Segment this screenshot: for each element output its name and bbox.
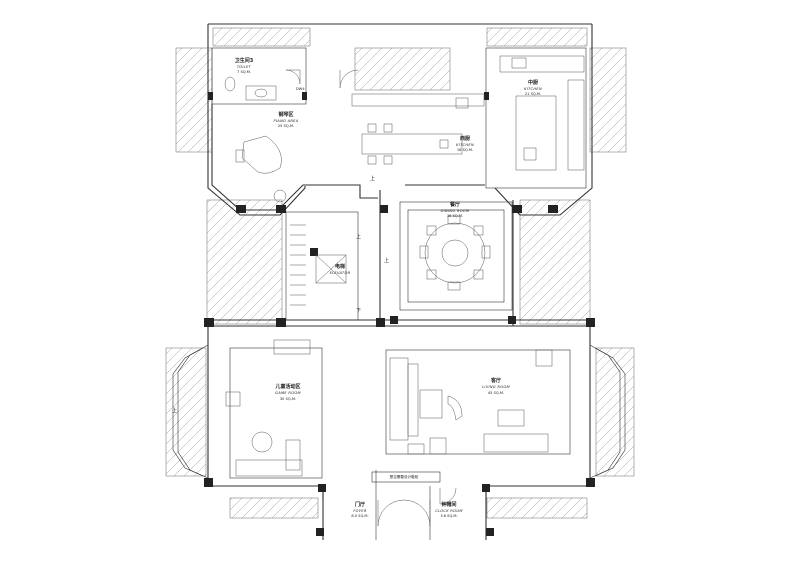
svg-text:36 SQ.M.: 36 SQ.M.: [447, 214, 463, 218]
svg-text:PIANO AREA: PIANO AREA: [273, 119, 298, 123]
svg-text:KITCHEN: KITCHEN: [524, 87, 542, 91]
furniture: [224, 55, 585, 479]
svg-text:30 SQ.M.: 30 SQ.M.: [280, 397, 296, 401]
svg-text:KITCHEN: KITCHEN: [456, 143, 474, 147]
stair-down-label: 下: [356, 308, 361, 314]
room-labels: 卫生间3 TOILET 7 SQ.M. 钢琴区 PIANO AREA 25 SQ…: [235, 57, 542, 518]
svg-text:电梯: 电梯: [335, 263, 345, 270]
svg-text:DINING ROOM: DINING ROOM: [441, 209, 470, 213]
columns: [204, 92, 595, 536]
label-toilet: 卫生间3 TOILET 7 SQ.M.: [235, 57, 254, 74]
label-clock-room: 钟帽间 CLOCK ROOM 3.6 SQ.M.: [435, 501, 463, 518]
door-tag: DW4: [296, 87, 305, 91]
svg-text:客厅: 客厅: [490, 377, 501, 384]
top-up-label: 上: [370, 175, 375, 182]
dining-chairs: [419, 215, 491, 291]
bar-stools: [367, 123, 393, 165]
walls: [207, 23, 593, 540]
svg-text:7 SQ.M.: 7 SQ.M.: [237, 70, 251, 74]
svg-text:GAME ROOM: GAME ROOM: [275, 391, 301, 395]
svg-text:8.0 SQ.M.: 8.0 SQ.M.: [351, 514, 368, 518]
label-piano-area: 钢琴区 PIANO AREA 25 SQ.M.: [273, 111, 298, 128]
label-elevator: 电梯 ELEVATOR: [330, 263, 351, 275]
svg-text:25 SQ.M.: 25 SQ.M.: [278, 124, 294, 128]
game-up-label: 上: [172, 407, 177, 414]
svg-text:餐厅: 餐厅: [449, 201, 460, 208]
label-foyer: 门厅 FOYER 8.0 SQ.M.: [351, 501, 368, 518]
svg-text:钟帽间: 钟帽间: [441, 501, 456, 508]
svg-text:LIVING ROOM: LIVING ROOM: [482, 385, 510, 389]
label-living-room: 客厅 LIVING ROOM 45 SQ.M.: [482, 377, 510, 395]
stair-up-label: 上: [356, 233, 361, 240]
svg-text:45 SQ.M.: 45 SQ.M.: [488, 391, 504, 395]
storage-note: 是否需要设计鞋柜: [390, 474, 419, 479]
bay-windows: [172, 344, 626, 479]
label-game-room: 儿童活动区 GAME ROOM 30 SQ.M.: [274, 383, 300, 401]
label-kitchen-chinese: 中厨 KITCHEN 21 SQ.M.: [524, 79, 542, 96]
svg-text:TOILET: TOILET: [237, 65, 252, 69]
svg-text:21 SQ.M.: 21 SQ.M.: [525, 92, 541, 96]
terraces: [165, 27, 635, 519]
svg-text:中厨: 中厨: [528, 79, 538, 86]
svg-text:卫生间3: 卫生间3: [235, 57, 254, 64]
annotations: 上 下 上 上 上 是否需要设计鞋柜 DW4: [172, 87, 419, 479]
svg-text:钢琴区: 钢琴区: [278, 111, 293, 118]
svg-text:16 SQ.M.: 16 SQ.M.: [457, 148, 473, 152]
svg-text:门厅: 门厅: [355, 501, 365, 508]
svg-text:FOYER: FOYER: [353, 509, 367, 513]
svg-text:3.6 SQ.M.: 3.6 SQ.M.: [440, 514, 457, 518]
doors: [285, 69, 457, 527]
svg-text:ELEVATOR: ELEVATOR: [330, 271, 351, 275]
stair-treads: [290, 224, 306, 306]
label-dining-room: 餐厅 DINING ROOM 36 SQ.M.: [441, 201, 470, 218]
svg-text:西厨: 西厨: [460, 135, 470, 142]
svg-text:儿童活动区: 儿童活动区: [274, 383, 300, 390]
label-kitchen-west: 西厨 KITCHEN 16 SQ.M.: [456, 135, 474, 152]
svg-text:CLOCK ROOM: CLOCK ROOM: [435, 509, 463, 513]
dining-up-label: 上: [384, 257, 389, 264]
